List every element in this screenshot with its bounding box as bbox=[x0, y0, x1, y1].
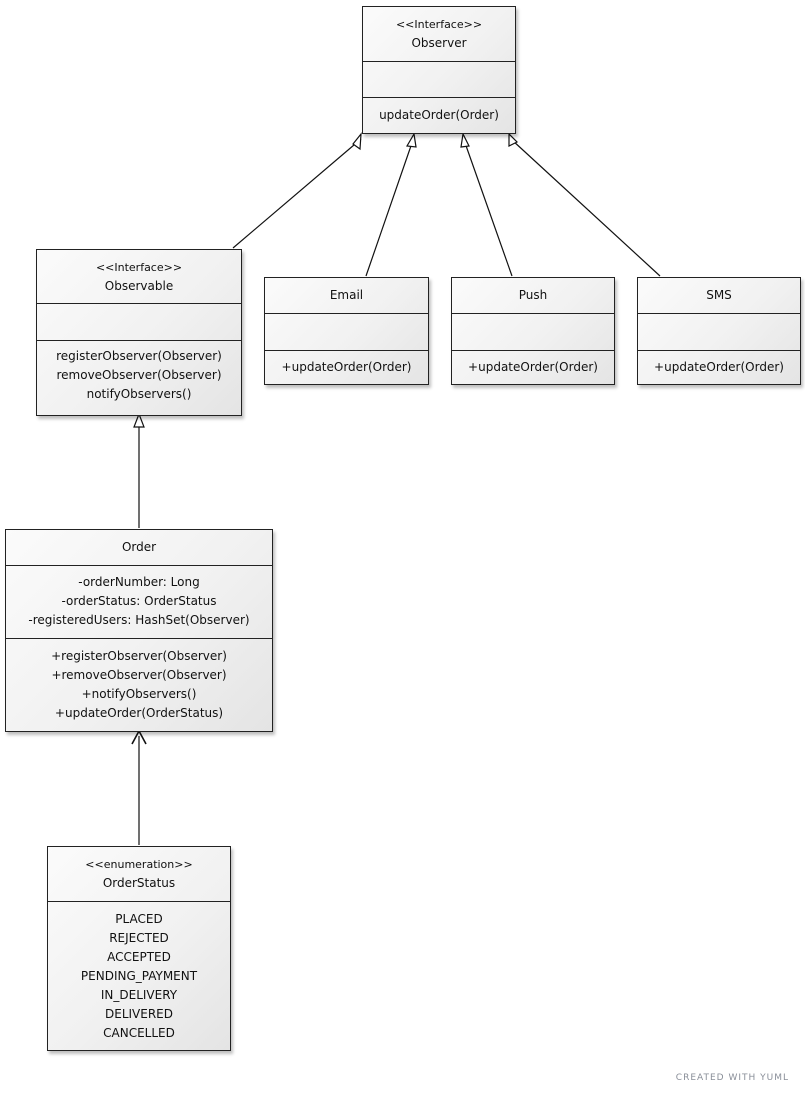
method-label: registerObserver(Observer) bbox=[56, 349, 222, 363]
method-label: removeObserver(Observer) bbox=[56, 368, 222, 382]
relation-sms-observer bbox=[511, 139, 661, 277]
relation-observable-observer bbox=[232, 138, 362, 249]
class-order: Order -orderNumber: Long -orderStatus: O… bbox=[5, 529, 273, 732]
realization-arrowhead-icon bbox=[352, 132, 362, 151]
realization-arrowhead-icon bbox=[508, 132, 519, 147]
class-name: Push bbox=[518, 288, 548, 302]
method-label: +updateOrder(Order) bbox=[654, 360, 784, 374]
method-label: updateOrder(Order) bbox=[379, 108, 499, 122]
attribute-label: -registeredUsers: HashSet(Observer) bbox=[28, 613, 250, 627]
class-name: Email bbox=[329, 288, 364, 302]
class-name: SMS bbox=[706, 288, 732, 302]
class-sms: SMS +updateOrder(Order) bbox=[637, 277, 801, 385]
relation-email-observer bbox=[365, 139, 414, 277]
enum-value: IN_DELIVERY bbox=[100, 988, 178, 1002]
class-name: Order bbox=[121, 540, 157, 554]
enum-value: PLACED bbox=[115, 912, 163, 926]
method-label: notifyObservers() bbox=[86, 387, 192, 401]
enum-value: PENDING_PAYMENT bbox=[80, 969, 198, 983]
class-name: Observer bbox=[411, 36, 467, 50]
class-push: Push +updateOrder(Order) bbox=[451, 277, 615, 385]
stereotype-label: <<enumeration>> bbox=[85, 858, 193, 871]
attribute-label: -orderStatus: OrderStatus bbox=[61, 594, 217, 608]
class-email: Email +updateOrder(Order) bbox=[264, 277, 429, 385]
yuml-credit: CREATED WITH YUML bbox=[675, 1073, 789, 1083]
class-name: Observable bbox=[104, 279, 174, 293]
enum-value: ACCEPTED bbox=[107, 950, 171, 964]
enum-value: CANCELLED bbox=[103, 1026, 175, 1040]
enum-value: DELIVERED bbox=[105, 1007, 173, 1021]
stereotype-label: <<Interface>> bbox=[395, 18, 483, 31]
stereotype-label: <<Interface>> bbox=[95, 261, 183, 274]
attribute-label: -orderNumber: Long bbox=[78, 575, 200, 589]
class-observable: <<Interface>> Observable registerObserve… bbox=[36, 249, 242, 416]
class-observer: <<Interface>> Observer updateOrder(Order… bbox=[362, 6, 516, 134]
enum-orderstatus: <<enumeration>> OrderStatus PLACED REJEC… bbox=[47, 846, 231, 1051]
realization-arrowhead-icon bbox=[460, 132, 470, 148]
method-label: +removeObserver(Observer) bbox=[51, 668, 227, 682]
method-label: +updateOrder(OrderStatus) bbox=[54, 706, 224, 720]
method-label: +registerObserver(Observer) bbox=[51, 649, 227, 663]
relation-push-observer bbox=[463, 139, 513, 277]
enum-value: REJECTED bbox=[109, 931, 169, 945]
realization-arrowhead-icon bbox=[406, 132, 417, 148]
realization-arrowhead-icon bbox=[133, 412, 145, 428]
method-label: +updateOrder(Order) bbox=[468, 360, 598, 374]
method-label: +notifyObservers() bbox=[81, 687, 197, 701]
class-name: OrderStatus bbox=[102, 876, 176, 890]
method-label: +updateOrder(Order) bbox=[281, 360, 412, 374]
